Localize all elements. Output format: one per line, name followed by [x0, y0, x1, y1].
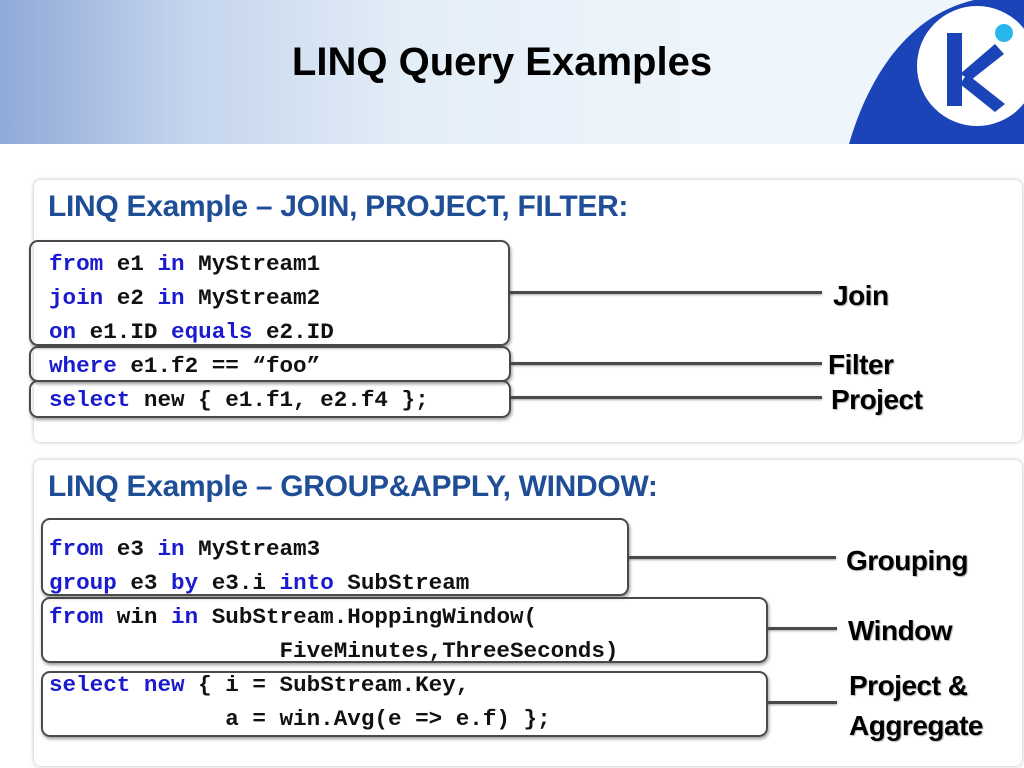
keyword: from — [49, 604, 104, 630]
keyword: equals — [171, 319, 253, 345]
example-panel-group-apply-window — [34, 460, 1022, 766]
example1-heading: LINQ Example – JOIN, PROJECT, FILTER: — [48, 190, 629, 223]
code-line: where e1.f2 == “foo” — [49, 353, 321, 379]
project-aggregate-callout-box — [41, 671, 768, 737]
keyword: in — [157, 285, 185, 311]
code-line: on e1.ID equals e2.ID — [49, 319, 334, 345]
grouping-callout-box — [41, 518, 629, 596]
keyword: in — [157, 251, 185, 277]
keyword: where — [49, 353, 117, 379]
code-line: group e3 by e3.i into SubStream — [49, 570, 470, 596]
code-line: join e2 in MyStream2 — [49, 285, 321, 311]
project-label: Project — [831, 384, 923, 415]
keyword: into — [279, 570, 334, 596]
keyword: group — [49, 570, 117, 596]
slide-header — [0, 0, 1024, 144]
keyword: by — [171, 570, 199, 596]
window-callout-box — [41, 597, 768, 663]
project-connector — [511, 396, 822, 399]
filter-connector — [511, 362, 822, 365]
keyword: new — [143, 672, 185, 698]
grouping-connector — [629, 556, 836, 559]
project-aggregate-label-line2: Aggregate — [849, 710, 983, 741]
k-logo: K — [849, 0, 1024, 144]
filter-label: Filter — [828, 349, 894, 380]
svg-text:K: K — [955, 99, 956, 101]
code-line: a = win.Avg(e => e.f) }; — [49, 706, 551, 732]
code-line: from e1 in MyStream1 — [49, 251, 321, 277]
keyword: from — [49, 251, 104, 277]
project-aggregate-connector — [768, 701, 837, 704]
keyword: select — [49, 387, 131, 413]
join-label: Join — [833, 280, 889, 311]
code-line: FiveMinutes,ThreeSeconds) — [49, 638, 619, 664]
keyword: from — [49, 536, 104, 562]
keyword: select — [49, 672, 131, 698]
join-connector — [510, 291, 822, 294]
filter-callout-box — [29, 346, 511, 382]
keyword: on — [49, 319, 77, 345]
slide-title: LINQ Query Examples — [291, 40, 713, 84]
keyword: in — [157, 536, 185, 562]
example2-heading: LINQ Example – GROUP&APPLY, WINDOW: — [48, 470, 658, 503]
code-line: select new { i = SubStream.Key, — [49, 672, 470, 698]
code-line: from win in SubStream.HoppingWindow( — [49, 604, 538, 630]
code-line: select new { e1.f1, e2.f4 }; — [49, 387, 429, 413]
window-label: Window — [848, 615, 953, 646]
code-line: from e3 in MyStream3 — [49, 536, 321, 562]
grouping-label: Grouping — [846, 545, 968, 576]
project-aggregate-label-line1: Project & — [849, 670, 968, 701]
window-connector — [768, 627, 837, 630]
keyword: join — [49, 285, 104, 311]
join-callout-box — [29, 240, 510, 346]
project-callout-box — [29, 380, 511, 418]
keyword: in — [171, 604, 199, 630]
